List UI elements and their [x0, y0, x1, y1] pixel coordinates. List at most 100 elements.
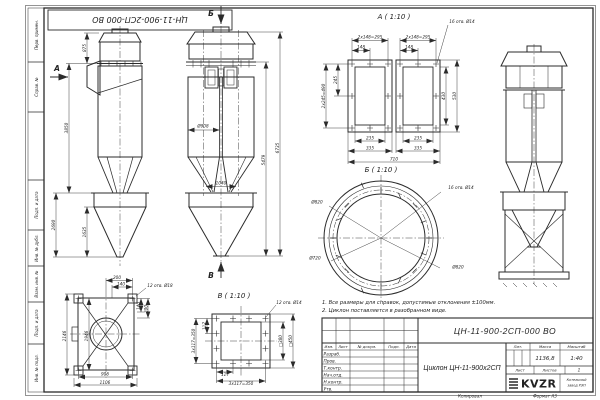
col-list: Лист	[337, 344, 348, 349]
dim-335a: 335	[366, 146, 374, 151]
view-supportframe-texts: 200 140 12 отв. Ø18 140 200 2146 1946 90…	[62, 275, 173, 385]
dim-1106: 1106	[100, 380, 111, 385]
strip-label-podp1: Подп. и дата	[34, 191, 39, 219]
dim-1946: 1946	[84, 330, 89, 341]
dim-2146: 2146	[62, 330, 67, 341]
detail-v-bolts	[213, 315, 269, 367]
dim-490: 2х245=490	[321, 83, 326, 108]
scale-label: Масштаб	[567, 344, 586, 349]
view-front-linework	[185, 6, 283, 278]
strip-label-sprav: Справ. №	[34, 77, 39, 96]
copied-label: Копировал	[458, 394, 482, 399]
detail-b-leaders	[328, 191, 442, 269]
dim-5479: 5479	[261, 154, 266, 165]
titleblock-linework	[321, 317, 594, 393]
titleblock-texts: ЦН-11-900-2СП-000 ВО Циклон ЦН-11-900х2С…	[324, 326, 588, 393]
dim-1040: 1040	[216, 181, 227, 186]
col-doc: № докум.	[357, 344, 377, 349]
frame-strip-labels: Перв. примен. Справ. № Подп. и дата Инв.…	[34, 15, 557, 399]
dim-335b: 335	[414, 146, 422, 151]
dim-140-right: 140	[136, 302, 141, 310]
kvzr-logo-text: KVZR	[521, 378, 557, 391]
row-utv: Утв.	[324, 387, 333, 393]
drawing-title: Циклон ЦН-11-900х2СП	[423, 365, 501, 372]
dim-908: Ø908	[196, 124, 209, 129]
dim-235a: 235	[366, 136, 374, 141]
col-data: Дата	[405, 344, 417, 349]
company-name-line1: Котельный	[567, 378, 588, 382]
row-prov: Пров.	[324, 359, 337, 365]
detail-v-texts: В ( 1:10 ) 12 отв. Ø14 117 3х117=350 117…	[191, 292, 302, 386]
dim-140-top: 140	[117, 282, 125, 287]
dim-sq450: □450	[288, 335, 293, 347]
view-side-texts: А 875 3850 2690 1635	[51, 44, 87, 238]
col-izm: Изм.	[325, 344, 334, 349]
sheets-value: 1	[578, 368, 581, 374]
view-assembly-linework	[498, 44, 570, 288]
view-arrow-v-bottom: В	[208, 271, 214, 280]
dim-200-top: 200	[113, 275, 121, 280]
detail-b-linework	[318, 175, 444, 301]
detail-a-title: А ( 1:10 )	[377, 13, 411, 21]
dim-295a: 2х148=295	[358, 35, 383, 40]
dim-350-bottom: 3х117=350	[229, 381, 254, 386]
dim-148a: 148	[357, 45, 365, 50]
dim-235b: 235	[414, 136, 422, 141]
dim-295b: 2х148=295	[406, 35, 431, 40]
mass-value: 1136,8	[535, 356, 555, 362]
supportframe-bolts	[75, 295, 136, 374]
dim-200-right: 200	[144, 305, 149, 313]
view-arrow-b-top: Б	[208, 9, 214, 18]
row-razrab: Разраб.	[324, 352, 341, 358]
view-arrow-a: А	[53, 64, 60, 73]
dim-6735: 6735	[275, 142, 280, 153]
dim-sq380: □380	[278, 335, 283, 347]
row-nkontr: Н.контр.	[324, 380, 343, 386]
strip-label-perv: Перв. примен.	[34, 20, 39, 50]
dim-245: 245	[333, 76, 338, 84]
dim-12otv18: 12 отв. Ø18	[147, 283, 173, 288]
dim-820-bot: Ø820	[451, 265, 464, 270]
dim-117-bottom: 117	[221, 372, 229, 377]
format-label: Формат А3	[533, 394, 557, 399]
sheet-frame-linework	[25, 5, 596, 396]
kvzr-coil-icon	[509, 378, 518, 389]
note-line-2: 2. Циклон поставляется в разобранном вид…	[322, 308, 447, 314]
dim-350-left: 3х117=350	[191, 328, 196, 353]
detail-v-title: В ( 1:10 )	[218, 292, 251, 300]
dim-430: 430	[441, 92, 446, 100]
sheets-label: Листов	[541, 368, 557, 373]
detail-b-bolts	[330, 182, 432, 294]
detail-a-texts: А ( 1:10 ) 2х148=295 148 2х148=295 148 1…	[321, 13, 475, 162]
note-line-1: 1. Все размеры для справок, допустимые о…	[322, 300, 495, 306]
strip-label-invpodl: Инв. № подл.	[34, 354, 39, 382]
doc-number: ЦН-11-900-2СП-000 ВО	[454, 326, 556, 336]
dim-12otv-v: 12 отв. Ø14	[276, 300, 302, 305]
dim-3850: 3850	[64, 122, 69, 133]
row-nachotd: Нач.отд.	[324, 373, 343, 379]
view-front-texts: Б В Ø908 1040 5479 6735	[196, 9, 280, 280]
row-tkontr: Т.контр.	[324, 366, 343, 372]
detail-b-texts: Б ( 1:10 ) Ø820 16 отв. Ø14 Ø720 Ø820	[308, 166, 474, 270]
lit-label: Лит.	[513, 344, 523, 349]
dim-117-left: 117	[202, 322, 207, 330]
scale-value: 1:40	[570, 356, 583, 362]
col-podp: Подп.	[388, 344, 400, 349]
dim-906: 906	[101, 372, 109, 377]
dim-16otv-b: 16 отв. Ø14	[448, 185, 474, 190]
mass-label: Масса	[539, 344, 552, 349]
strip-label-vzam: Взам. инв. №	[34, 270, 39, 297]
view-supportframe-linework	[64, 278, 151, 388]
dim-875: 875	[82, 44, 87, 52]
dim-710: 710	[390, 157, 398, 162]
detail-v-linework	[193, 304, 296, 384]
dim-1635: 1635	[82, 226, 87, 237]
detail-a-bolts	[349, 61, 439, 131]
detail-b-title: Б ( 1:10 )	[365, 166, 398, 174]
view-side-linework	[50, 26, 149, 266]
company-name-line2: завод РЭП	[567, 384, 586, 388]
notes: 1. Все размеры для справок, допустимые о…	[322, 300, 495, 314]
top-stamp-text: ЦН-11-900-2СП-000 ВО	[92, 15, 188, 24]
